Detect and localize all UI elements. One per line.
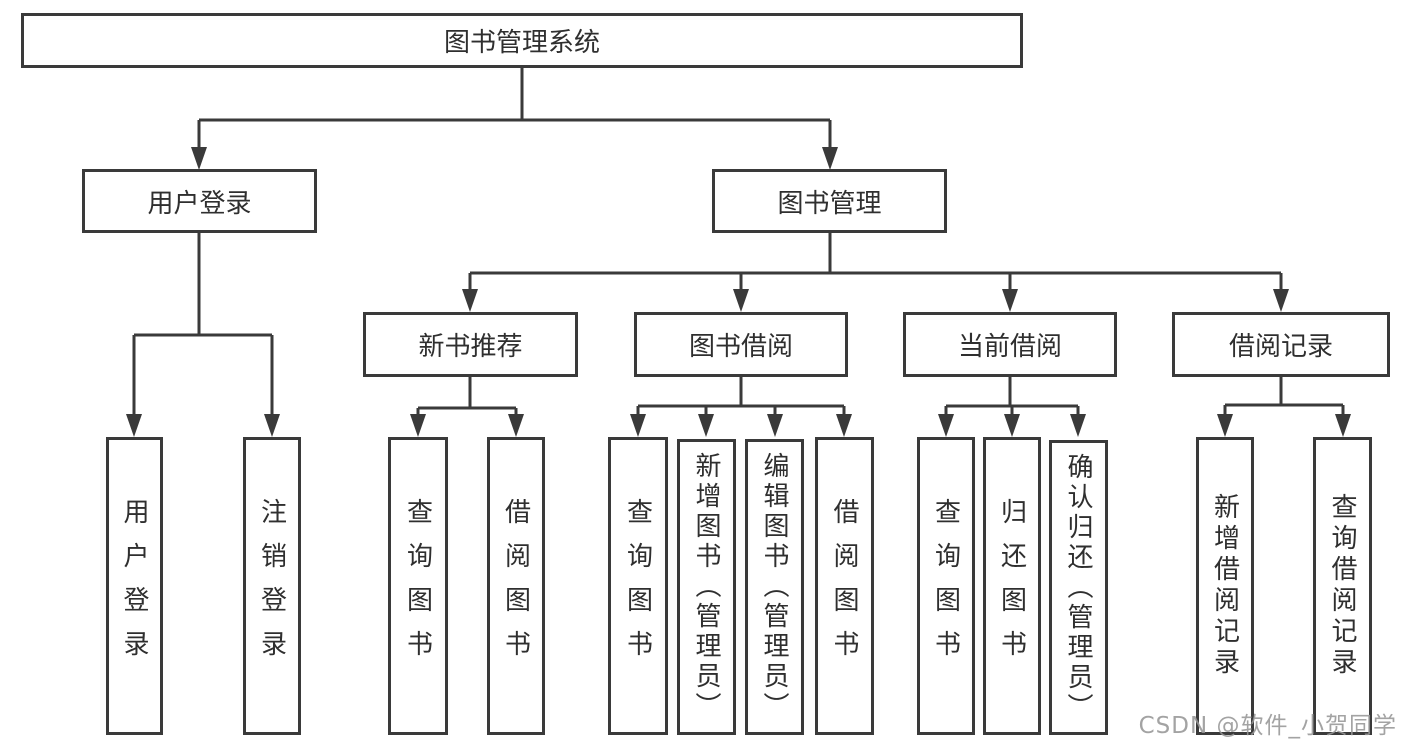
leaf-query-books-rec: 查询图书 [388, 437, 448, 735]
node-book-mgmt-label: 图书管理 [777, 188, 882, 219]
leaf-edit-book-admin-label: 编辑图书（管理员） [759, 452, 789, 722]
leaf-return-books-label: 归还图书 [996, 498, 1027, 674]
node-book-borrow: 图书借阅 [634, 312, 848, 377]
edge-borrow-records [1223, 377, 1345, 414]
leaf-user-login: 用户登录 [106, 437, 163, 735]
leaf-query-books-rec-label: 查询图书 [402, 498, 433, 674]
edge-current-borrow [944, 377, 1080, 414]
leaf-return-books: 归还图书 [983, 437, 1041, 735]
node-root-label: 图书管理系统 [443, 28, 600, 58]
leaf-add-borrow-record: 新增借阅记录 [1196, 437, 1254, 735]
node-new-book-rec: 新书推荐 [363, 312, 578, 377]
leaf-query-borrow-record: 查询借阅记录 [1313, 437, 1372, 735]
arrowheads [126, 147, 1351, 437]
leaf-add-book-admin: 新增图书（管理员） [677, 439, 736, 735]
node-user-login: 用户登录 [82, 169, 317, 233]
leaf-query-books-current: 查询图书 [917, 437, 975, 735]
leaf-borrow-books-rec: 借阅图书 [487, 437, 545, 735]
edge-book-mgmt [468, 233, 1283, 289]
leaf-edit-book-admin: 编辑图书（管理员） [745, 439, 804, 735]
leaf-logout-label: 注销登录 [256, 498, 287, 674]
leaf-confirm-return-admin: 确认归还（管理员） [1049, 440, 1108, 735]
node-borrow-records-label: 借阅记录 [1228, 332, 1333, 362]
node-new-book-rec-label: 新书推荐 [418, 332, 523, 362]
leaf-query-books-borrow: 查询图书 [608, 437, 668, 735]
node-user-login-label: 用户登录 [147, 188, 252, 219]
node-current-borrow-label: 当前借阅 [957, 332, 1062, 362]
leaf-query-books-current-label: 查询图书 [930, 498, 961, 674]
edge-new-book-rec [416, 377, 518, 414]
edge-root-trunk [197, 68, 832, 148]
leaf-logout: 注销登录 [243, 437, 301, 735]
node-book-mgmt: 图书管理 [712, 169, 947, 233]
leaf-query-borrow-record-label: 查询借阅记录 [1327, 493, 1357, 679]
leaf-borrow-books-rec-label: 借阅图书 [500, 498, 531, 674]
node-root: 图书管理系统 [21, 13, 1023, 68]
leaf-add-book-admin-label: 新增图书（管理员） [691, 452, 721, 722]
leaf-borrow-books: 借阅图书 [815, 437, 874, 735]
edge-book-borrow [636, 377, 846, 414]
leaf-user-login-label: 用户登录 [119, 498, 149, 674]
leaf-query-books-borrow-label: 查询图书 [622, 498, 653, 674]
edge-user-login [132, 233, 274, 414]
node-book-borrow-label: 图书借阅 [688, 332, 793, 362]
leaf-add-borrow-record-label: 新增借阅记录 [1209, 493, 1240, 679]
leaf-confirm-return-admin-label: 确认归还（管理员） [1063, 452, 1093, 723]
node-borrow-records: 借阅记录 [1172, 312, 1390, 377]
leaf-borrow-books-label: 借阅图书 [829, 498, 859, 674]
node-current-borrow: 当前借阅 [903, 312, 1117, 377]
